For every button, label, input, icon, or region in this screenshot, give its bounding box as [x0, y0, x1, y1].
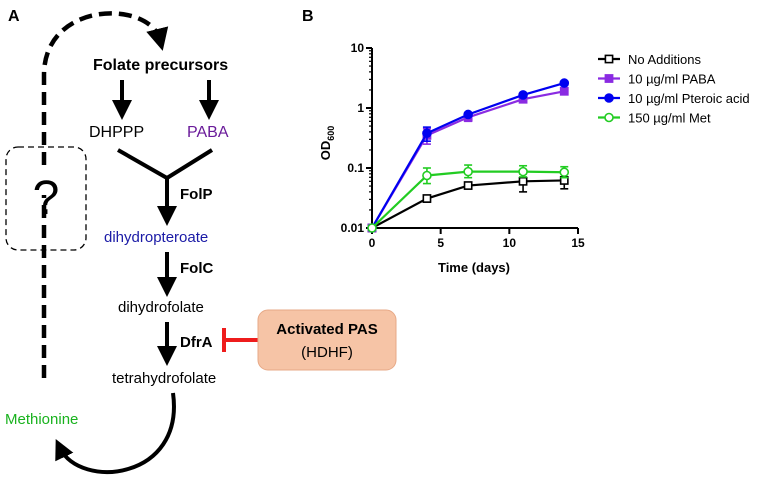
data-point	[518, 176, 528, 186]
y-tick-label: 1	[357, 101, 364, 115]
x-axis-label: Time (days)	[438, 260, 510, 275]
data-point	[518, 90, 528, 100]
legend-marker	[604, 54, 614, 64]
data-point	[463, 181, 473, 190]
legend-label: 10 µg/ml PABA	[628, 72, 716, 87]
x-tick-label: 15	[571, 236, 585, 250]
y-tick-label: 10	[351, 41, 365, 55]
data-point	[367, 223, 377, 233]
data-point	[422, 128, 432, 139]
x-tick-label: 0	[369, 236, 376, 250]
x-tick-label: 10	[503, 236, 517, 250]
folp-label: FolP	[180, 186, 213, 203]
dihydrofolate-label: dihydrofolate	[118, 299, 204, 316]
data-point	[559, 86, 569, 96]
unknown-step-box	[5, 146, 87, 251]
dhppp-label: DHPPP	[89, 124, 144, 141]
data-point	[422, 194, 432, 203]
activated-pas-box	[257, 309, 397, 371]
y-tick-label: 0.1	[347, 161, 364, 175]
panel-a: A ? Folate precursors DHPPP PABA FolP di…	[5, 8, 397, 474]
arrow-to-methionine	[55, 392, 176, 474]
data-point	[422, 170, 432, 181]
dihydropteroate-label: dihydropteroate	[104, 229, 208, 246]
data-point	[463, 166, 473, 177]
legend-label: 10 µg/ml Pteroic acid	[628, 91, 750, 106]
data-point	[518, 166, 528, 177]
hdhf-label: (HDHF)	[301, 344, 353, 361]
panel-a-label: A	[8, 8, 20, 25]
data-point	[463, 109, 473, 120]
chart-legend: No Additions 10 µg/ml PABA 10 µg/ml Pteroi…	[598, 52, 750, 126]
folate-precursors-label: Folate precursors	[93, 57, 228, 74]
y-axis-label: OD600	[318, 126, 336, 161]
dfra-label: DfrA	[180, 334, 213, 351]
series-line	[371, 82, 565, 229]
legend-label: No Additions	[628, 52, 701, 67]
y-tick-label: 0.01	[341, 221, 365, 235]
activated-pas-label: Activated PAS	[276, 321, 377, 338]
legend-marker	[604, 74, 614, 83]
data-point	[559, 78, 570, 88]
x-tick-label: 5	[437, 236, 444, 250]
dashed-feedback-arc	[41, 11, 160, 378]
methionine-label: Methionine	[5, 411, 78, 428]
legend-marker	[604, 93, 614, 103]
panel-b: B OD600 0.01 0.1 1 10 0 5 10 15 Time (days) No …	[302, 8, 750, 275]
chart-plot-area: 0.01 0.1 1 10 0 5 10 15	[341, 41, 585, 250]
paba-label: PABA	[187, 124, 229, 141]
folc-label: FolC	[180, 260, 213, 277]
tetrahydrofolate-label: tetrahydrofolate	[112, 370, 216, 387]
legend-label: 150 µg/ml Met	[628, 111, 711, 126]
question-mark: ?	[33, 172, 60, 225]
converge-lines	[117, 148, 214, 181]
data-point	[559, 167, 570, 178]
panel-b-label: B	[302, 8, 314, 25]
legend-marker	[604, 112, 614, 123]
